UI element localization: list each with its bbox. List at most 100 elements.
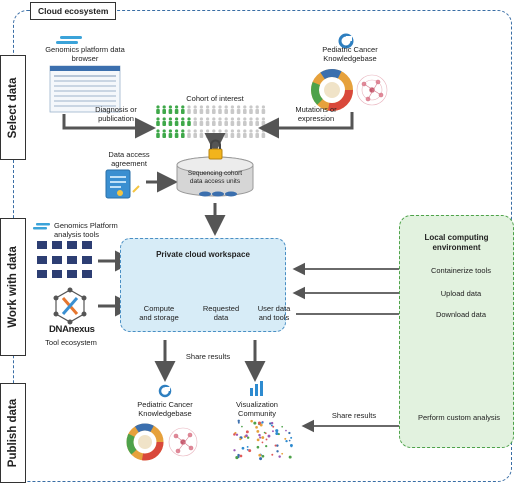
- cohort-person-head: [243, 117, 247, 121]
- cohort-person-head: [224, 129, 228, 133]
- cohort-person-body: [156, 121, 160, 126]
- cohort-person-head: [218, 117, 222, 121]
- cohort-person-head: [162, 117, 166, 121]
- viz-dot: [235, 433, 239, 436]
- pckb-network-graphic: [356, 74, 388, 106]
- cohort-person-head: [261, 105, 265, 109]
- cohort-person-body: [261, 109, 266, 114]
- tools-title: Genomics Platform analysis tools: [54, 221, 118, 240]
- cohort-person-head: [168, 117, 172, 121]
- cohort-person-head: [181, 129, 185, 133]
- viz-dot: [259, 457, 263, 461]
- viz-dot: [248, 449, 252, 453]
- viz-dot: [258, 453, 262, 457]
- cohort-person-body: [162, 109, 166, 114]
- cohort-person-body: [224, 109, 228, 114]
- share-results-right: Share results: [331, 411, 377, 420]
- pckb-logo-icon: [338, 33, 354, 49]
- cohort-person-head: [206, 129, 210, 133]
- cohort-person-body: [174, 133, 179, 138]
- cohort-person-head: [193, 129, 197, 133]
- cohort-person-head: [168, 105, 172, 109]
- local-title: Local computing environment: [424, 233, 489, 252]
- visualization-bar-icon: [250, 381, 263, 396]
- cohort-person-body: [230, 121, 235, 126]
- cohort-person-head: [162, 105, 166, 109]
- visualization-scatter-graphic: [233, 419, 293, 461]
- viz-dot: [261, 454, 265, 458]
- viz-dot: [275, 431, 279, 436]
- cohort-person-body: [181, 109, 185, 114]
- cohort-people-grid: [156, 105, 266, 138]
- cohort-person-head: [199, 117, 203, 121]
- publish-pckb-logo-icon: [158, 384, 172, 398]
- viz-dot: [261, 441, 264, 444]
- cohort-person-body: [249, 121, 253, 126]
- cohort-person-body: [230, 109, 235, 114]
- cohort-person-head: [212, 117, 216, 121]
- lock-icon: [208, 139, 223, 160]
- viz-dot: [237, 419, 240, 423]
- pckb-title: Pediatric Cancer Knowledgebase: [322, 45, 378, 64]
- cohort-person-head: [175, 117, 179, 121]
- viz-dot: [246, 448, 249, 451]
- viz-dot: [281, 425, 284, 428]
- containerize-label: Containerize tools: [418, 266, 504, 276]
- viz-dot: [258, 433, 261, 437]
- tool-ecosystem-label: Tool ecosystem: [45, 338, 97, 347]
- arrow-pckb-to-cohort: [258, 112, 354, 139]
- cohort-person-body: [193, 121, 197, 126]
- cohort-person-head: [237, 129, 241, 133]
- cohort-person-head: [193, 105, 197, 109]
- cohort-person-body: [193, 109, 197, 114]
- cohort-person-body: [162, 133, 166, 138]
- cohort-person-head: [175, 105, 179, 109]
- cohort-person-body: [199, 133, 204, 138]
- viz-dot: [285, 439, 288, 443]
- data-browser-screenshot: [49, 65, 121, 113]
- viz-dot: [237, 421, 240, 424]
- viz-dot: [272, 430, 274, 433]
- cohort-person-body: [236, 109, 241, 114]
- cohort-person-body: [187, 109, 191, 114]
- viz-dot: [256, 429, 260, 433]
- cohort-person-body: [255, 109, 259, 114]
- cohort-person-body: [218, 121, 222, 126]
- cohort-person-body: [236, 133, 241, 138]
- viz-dot: [281, 452, 284, 455]
- cohort-person-head: [206, 117, 210, 121]
- cohort-person-body: [218, 109, 222, 114]
- cohort-person-body: [243, 121, 247, 126]
- publish-pckb-donut-chart: [126, 423, 164, 461]
- viz-dot: [276, 450, 279, 453]
- cohort-person-head: [255, 105, 259, 109]
- cohort-person-head: [212, 105, 216, 109]
- cohort-person-body: [236, 121, 241, 126]
- cohort-person-head: [230, 117, 234, 121]
- cohort-person-body: [249, 109, 253, 114]
- cohort-person-head: [156, 105, 160, 109]
- cohort-person-head: [249, 129, 253, 133]
- genomics-logo-icon: [56, 36, 82, 44]
- cohort-person-head: [181, 117, 185, 121]
- viz-dot: [239, 437, 242, 441]
- publish-pckb-network: [168, 427, 198, 457]
- section-tab-work: Work with data: [0, 218, 26, 356]
- cohort-person-body: [199, 121, 204, 126]
- requested-label: Requested data: [202, 304, 240, 323]
- agreement-label: Data access agreement: [108, 150, 150, 169]
- pckb-donut-chart: [311, 69, 353, 111]
- viz-dot: [259, 436, 262, 439]
- viz-dot: [270, 421, 274, 425]
- cohort-person-body: [243, 133, 247, 138]
- cohort-person-body: [193, 133, 197, 138]
- cohort-person-head: [187, 129, 191, 133]
- cohort-person-head: [230, 129, 234, 133]
- viz-dot: [253, 421, 257, 425]
- viz-dot: [237, 453, 240, 457]
- cohort-person-body: [174, 109, 179, 114]
- arrow-browser-to-cohort: [62, 114, 156, 139]
- cohort-person-body: [230, 133, 235, 138]
- data-access-units-cylinder: [176, 156, 254, 197]
- cohort-person-body: [249, 133, 253, 138]
